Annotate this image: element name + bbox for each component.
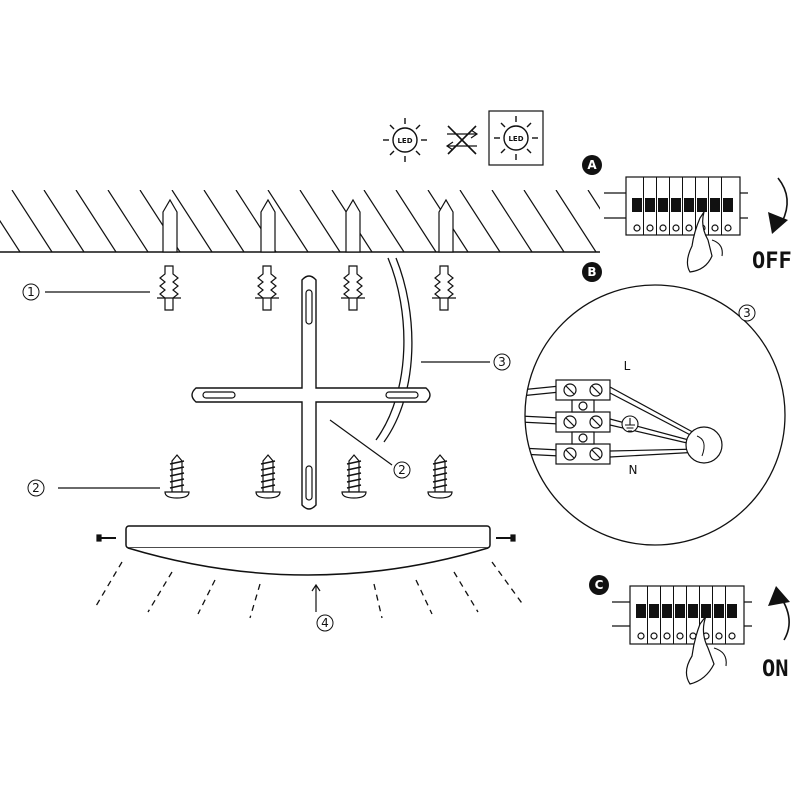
breaker-panel-on	[612, 585, 752, 645]
wall-plug	[255, 265, 279, 311]
callout-cable-label: 3	[498, 355, 506, 369]
callout-cable: 3	[421, 353, 511, 371]
callout-screws: 2	[27, 479, 160, 497]
callout-anchors: 1	[22, 283, 150, 301]
lamp	[95, 525, 525, 619]
live-wire-label: L	[624, 359, 631, 373]
callout-wiring-label: 3	[743, 306, 751, 320]
callout-lamp-label: 4	[321, 616, 329, 630]
screw	[164, 454, 190, 499]
screw	[341, 454, 367, 499]
wall-plug	[432, 265, 456, 311]
switch-off-label: OFF	[752, 249, 792, 274]
step-c-badge: C	[595, 578, 604, 592]
ceiling	[0, 190, 600, 253]
step-c: C ON	[589, 575, 790, 685]
light-rays	[95, 561, 525, 619]
step-b-badge: B	[587, 265, 596, 279]
callout-bracket: 2	[329, 419, 411, 479]
no-dimmer-icon	[445, 125, 479, 155]
led-sun-icon: LED	[383, 118, 427, 162]
led-label-1: LED	[397, 137, 412, 145]
led-boxed-icon: LED	[488, 110, 544, 166]
led-icon-group: LED LED	[383, 110, 544, 166]
terminal-block	[525, 379, 723, 465]
step-a: A OFF	[582, 155, 792, 274]
callout-bracket-label: 2	[398, 463, 406, 477]
breaker-panel-off	[604, 176, 748, 236]
wall-plug	[157, 265, 181, 311]
neutral-wire-label: N	[629, 463, 638, 477]
led-label-2: LED	[508, 135, 523, 143]
hand-icon	[686, 211, 713, 273]
step-a-badge: A	[587, 158, 597, 172]
callout-screws-label: 2	[32, 481, 40, 495]
switch-on-label: ON	[762, 657, 789, 682]
screw	[255, 454, 281, 499]
callout-anchors-label: 1	[27, 285, 35, 299]
wall-plugs	[157, 265, 456, 311]
screw	[427, 454, 453, 499]
arrow-down-icon	[777, 177, 788, 223]
wall-plug	[341, 265, 365, 311]
hand-icon-2	[685, 615, 715, 685]
step-b: B	[524, 262, 786, 546]
mounting-bracket	[191, 275, 431, 510]
screws	[164, 454, 453, 499]
callout-lamp: 4	[311, 583, 334, 632]
wiring-detail-circle	[524, 284, 786, 546]
earth-icon	[621, 415, 639, 433]
supply-cable	[375, 257, 413, 443]
